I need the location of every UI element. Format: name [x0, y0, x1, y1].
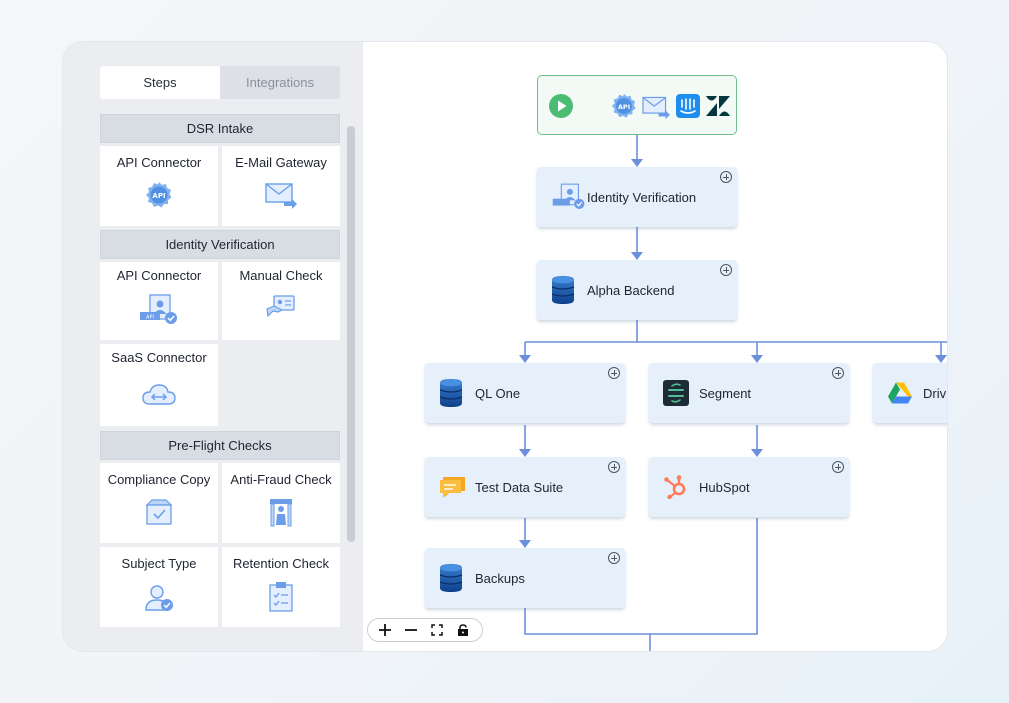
- body-scanner-icon: [270, 499, 292, 527]
- id-badge-check-icon: [552, 183, 585, 209]
- chat-bubble-icon: [440, 477, 465, 498]
- node-test-data-suite[interactable]: Test Data Suite: [425, 457, 625, 517]
- plus-icon: [379, 624, 391, 636]
- zoom-out-button[interactable]: [400, 620, 422, 640]
- node-label: Test Data Suite: [475, 479, 564, 495]
- step-card-anti-fraud-check[interactable]: Anti-Fraud Check: [222, 463, 340, 543]
- api-gear-icon: API: [611, 93, 636, 118]
- database-icon: [551, 276, 575, 304]
- database-icon: [439, 379, 463, 407]
- node-alpha-backend[interactable]: Alpha Backend: [537, 260, 737, 320]
- step-card-label: E-Mail Gateway: [235, 155, 327, 170]
- sidebar-tabs: Steps Integrations: [100, 66, 340, 99]
- step-card-retention-check[interactable]: Retention Check: [222, 547, 340, 627]
- step-card-saas-connector[interactable]: SaaS Connector: [100, 344, 218, 426]
- inbox-check-icon: [145, 499, 173, 525]
- step-card-label: Compliance Copy: [107, 472, 211, 487]
- step-card-label: SaaS Connector: [111, 350, 207, 365]
- zoom-in-button[interactable]: [374, 620, 396, 640]
- node-label: QL One: [475, 385, 521, 401]
- lock-icon: [458, 624, 468, 636]
- section-header-pre-flight-checks: Pre-Flight Checks: [100, 431, 340, 460]
- email-forward-icon: [642, 96, 670, 120]
- step-card-label: Subject Type: [121, 556, 197, 571]
- clipboard-checklist-icon: [269, 582, 293, 612]
- node-hubspot[interactable]: HubSpot: [649, 457, 849, 517]
- add-step-icon[interactable]: [720, 264, 732, 276]
- step-card-label: Anti-Fraud Check: [230, 472, 332, 487]
- hand-id-card-icon: [266, 295, 295, 318]
- svg-text:API: API: [146, 315, 154, 321]
- step-card-compliance-copy[interactable]: Compliance Copy: [100, 463, 218, 543]
- step-card-manual-check[interactable]: Manual Check: [222, 262, 340, 340]
- database-icon: [439, 564, 463, 592]
- add-step-icon[interactable]: [608, 461, 620, 473]
- email-forward-icon: [265, 183, 297, 209]
- node-backups[interactable]: Backups: [425, 548, 625, 608]
- fullscreen-icon: [431, 624, 443, 636]
- step-card-label: Retention Check: [232, 556, 330, 571]
- step-card-subject-type[interactable]: Subject Type: [100, 547, 218, 627]
- add-step-icon[interactable]: [832, 367, 844, 379]
- node-label: Driv: [923, 385, 947, 401]
- add-step-icon[interactable]: [608, 367, 620, 379]
- node-label: Segment: [699, 385, 752, 401]
- lock-button[interactable]: [452, 620, 474, 640]
- cloud-arrows-icon: [142, 384, 176, 405]
- tab-integrations[interactable]: Integrations: [220, 66, 340, 99]
- node-label: Identity Verification: [587, 189, 697, 205]
- api-gear-icon: API: [146, 182, 172, 208]
- add-step-icon[interactable]: [608, 552, 620, 564]
- google-drive-icon: [888, 382, 912, 404]
- step-card-label: Manual Check: [239, 268, 323, 283]
- zoom-controls: [367, 618, 483, 642]
- intercom-icon: [676, 94, 700, 118]
- sidebar: Steps Integrations DSR Intake API Connec…: [63, 42, 363, 651]
- tab-steps[interactable]: Steps: [100, 66, 220, 99]
- node-label: HubSpot: [699, 479, 750, 495]
- id-badge-check-icon: API: [140, 294, 177, 324]
- add-step-icon[interactable]: [832, 461, 844, 473]
- app-window: Steps Integrations DSR Intake API Connec…: [63, 42, 947, 651]
- step-card-api-connector-identity[interactable]: API Connector API: [100, 262, 218, 340]
- minus-icon: [405, 629, 417, 631]
- node-segment[interactable]: Segment: [649, 363, 849, 423]
- node-label: Alpha Backend: [587, 282, 675, 298]
- step-card-email-gateway[interactable]: E-Mail Gateway: [222, 146, 340, 226]
- user-check-icon: [145, 585, 173, 611]
- hubspot-icon: [664, 475, 686, 500]
- svg-text:API: API: [152, 192, 165, 200]
- node-ql-one[interactable]: QL One: [425, 363, 625, 423]
- zendesk-icon: [706, 96, 730, 116]
- add-step-icon[interactable]: [720, 171, 732, 183]
- section-header-dsr-intake: DSR Intake: [100, 114, 340, 143]
- node-label: Backups: [475, 570, 525, 586]
- fit-view-button[interactable]: [426, 620, 448, 640]
- step-card-label: API Connector: [116, 155, 202, 170]
- trigger-node[interactable]: API: [537, 75, 737, 135]
- segment-icon: [663, 380, 689, 406]
- node-identity-verification[interactable]: Identity Verification: [537, 167, 737, 227]
- sidebar-scrollbar[interactable]: [347, 126, 355, 542]
- play-icon[interactable]: [548, 93, 574, 119]
- flow-canvas[interactable]: API: [363, 42, 947, 651]
- flow-connectors: [519, 135, 947, 651]
- node-google-drive[interactable]: Driv: [873, 363, 947, 423]
- step-card-api-connector[interactable]: API Connector API: [100, 146, 218, 226]
- section-header-identity-verification: Identity Verification: [100, 230, 340, 259]
- step-card-label: API Connector: [116, 268, 202, 283]
- svg-text:API: API: [618, 103, 630, 111]
